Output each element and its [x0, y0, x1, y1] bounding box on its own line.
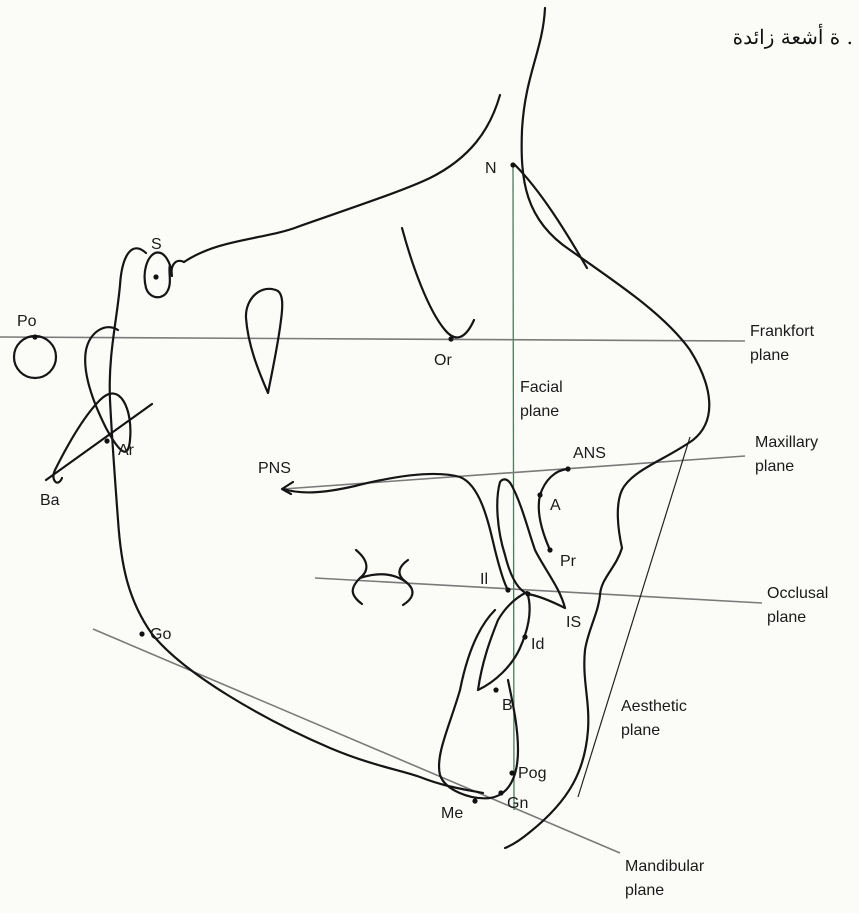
label-me: Me: [441, 805, 463, 822]
point-pog: [509, 770, 514, 775]
label-ans: ANS: [573, 445, 606, 462]
label-gn: Gn: [507, 795, 528, 812]
label-pog: Pog: [518, 765, 546, 782]
frankfort-plane-label-1: Frankfort: [750, 323, 815, 340]
palate-outline: [283, 474, 508, 590]
point-b: [493, 687, 498, 692]
frankfort-plane-label-2: plane: [750, 347, 789, 364]
sella-turcica: [145, 253, 184, 298]
label-ba: Ba: [40, 492, 60, 509]
point-me: [472, 798, 477, 803]
point-or: [448, 336, 453, 341]
point-gn: [498, 790, 503, 795]
frankfort-plane-line: [0, 337, 745, 341]
mandibular-plane-line: [93, 629, 620, 853]
point-is: [525, 591, 530, 596]
occlusal-plane-label-2: plane: [767, 609, 806, 626]
facial-plane-label-1: Facial: [520, 379, 563, 396]
point-s: [153, 274, 158, 279]
label-go: Go: [150, 626, 171, 643]
label-n: N: [485, 160, 497, 177]
porion-ring: [14, 336, 56, 378]
label-b: B: [502, 697, 513, 714]
label-po: Po: [17, 313, 37, 330]
occlusal-plane-line: [315, 578, 762, 603]
label-a: A: [550, 497, 561, 514]
occlusal-plane-label-1: Occlusal: [767, 585, 828, 602]
posterior-cranial-ramus: [110, 248, 483, 793]
condyle-loop: [53, 327, 130, 482]
label-ar: Ar: [118, 442, 135, 459]
label-id: Id: [531, 636, 544, 653]
point-a: [537, 492, 542, 497]
label-pr: Pr: [560, 553, 577, 570]
cranial-outline: [184, 95, 500, 262]
mandibular-plane-label-2: plane: [625, 882, 664, 899]
point-il: [505, 587, 510, 592]
label-or: Or: [434, 352, 452, 369]
label-is: IS: [566, 614, 581, 631]
point-po: [32, 334, 37, 339]
maxillary-plane-label-2: plane: [755, 458, 794, 475]
label-il: Il: [480, 571, 488, 588]
label-s: S: [151, 236, 162, 253]
lower-incisor: [478, 592, 530, 690]
orbit-curve: [402, 228, 474, 337]
point-n: [510, 162, 515, 167]
soft-tissue-profile: [505, 8, 709, 848]
point-id: [522, 634, 527, 639]
point-pr: [547, 547, 552, 552]
mandibular-plane-label-1: Mandibular: [625, 858, 705, 875]
nasal-bone-curve: [515, 165, 587, 268]
caption-text: ة أشعة زائدة .: [733, 23, 853, 49]
point-ans: [565, 466, 570, 471]
aesthetic-plane-label-1: Aesthetic: [621, 698, 687, 715]
pterygomaxillary-fissure: [246, 289, 282, 393]
facial-plane-label-2: plane: [520, 403, 559, 420]
point-ar: [104, 438, 109, 443]
point-go: [139, 631, 144, 636]
maxillary-plane-label-1: Maxillary: [755, 434, 818, 451]
aesthetic-plane-label-2: plane: [621, 722, 660, 739]
label-pns: PNS: [258, 460, 291, 477]
